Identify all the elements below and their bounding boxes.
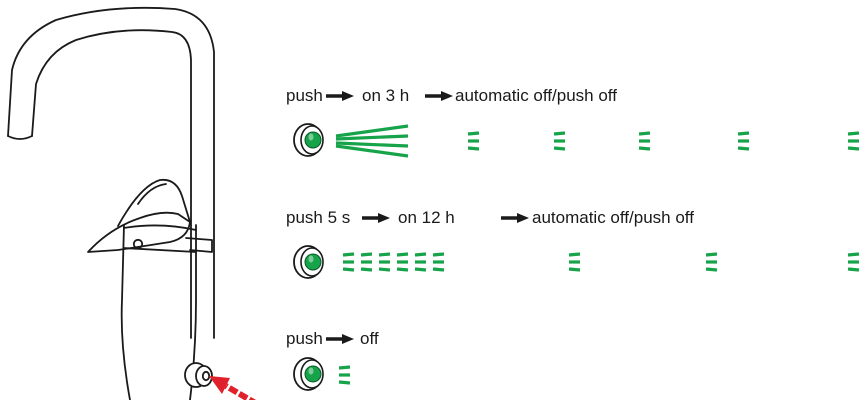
mode-2-step-3: automatic off/push off xyxy=(532,208,694,227)
mode-2-step-2: on 12 h xyxy=(398,208,455,227)
blink-icon xyxy=(341,252,356,272)
arrow-icon xyxy=(324,89,356,103)
mode-1-step-3: automatic off/push off xyxy=(455,86,617,105)
blink-icon xyxy=(846,131,861,151)
arrow-icon xyxy=(324,332,356,346)
mode-2-step-1: push 5 s xyxy=(286,208,350,227)
blink-icon xyxy=(466,131,481,151)
mode-3-step-2: off xyxy=(360,329,379,348)
blink-icon xyxy=(413,252,428,272)
arrow-icon xyxy=(360,211,392,225)
blink-icon xyxy=(431,252,446,272)
mode-2: push 5 s on 12 h automatic off/push off xyxy=(286,208,861,279)
red-arrow-icon xyxy=(209,376,257,400)
blink-icon xyxy=(359,252,374,272)
blink-icon xyxy=(704,252,719,272)
arrow-icon xyxy=(499,211,531,225)
mode-1-step-1: push xyxy=(286,86,323,105)
mode-3: push off xyxy=(286,329,379,391)
blink-icon xyxy=(395,252,410,272)
kitchen-faucet-icon xyxy=(7,6,215,400)
light-burst-icon xyxy=(334,124,410,158)
blink-icon xyxy=(552,131,567,151)
blink-icon xyxy=(567,252,582,272)
blink-icon xyxy=(377,252,392,272)
blink-icon xyxy=(736,131,751,151)
arrow-icon xyxy=(423,89,455,103)
push-button-icon[interactable] xyxy=(293,357,324,391)
mode-1: push on 3 h automatic off/push off xyxy=(286,86,861,158)
mode-3-step-1: push xyxy=(286,329,323,348)
blink-icon xyxy=(337,365,352,385)
blink-icon xyxy=(846,252,861,272)
mode-1-step-2: on 3 h xyxy=(362,86,409,105)
push-button-icon[interactable] xyxy=(293,123,324,157)
blink-icon xyxy=(637,131,652,151)
push-button-icon[interactable] xyxy=(293,245,324,279)
